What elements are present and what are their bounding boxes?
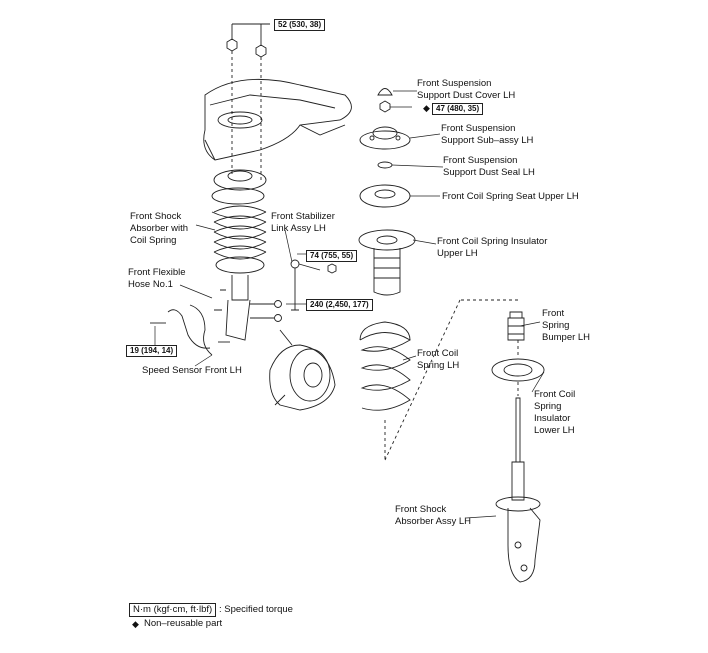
- torque-74: 74 (755, 55): [306, 250, 358, 262]
- label-absorber-assy: Front Shock Absorber Assy LH: [395, 504, 472, 527]
- top-mount-nuts: [226, 23, 270, 180]
- label-dust-cover: Front Suspension Support Dust Cover LH: [417, 78, 516, 101]
- steering-knuckle: [269, 329, 336, 411]
- knuckle-bolts: [250, 300, 282, 322]
- dust-cover: [377, 88, 393, 96]
- label-stabilizer-link: Front Stabilizer Link Assy LH: [271, 211, 335, 234]
- nonreusable-diamond-icon: ◆: [423, 103, 430, 113]
- strut-tower-panel: [203, 78, 352, 161]
- stabilizer-link: [290, 259, 337, 311]
- coil-spring: [359, 321, 411, 411]
- spring-seat-upper: [359, 184, 411, 208]
- label-coil-spring: Front Coil Spring LH: [417, 348, 460, 371]
- legend-nonreusable: Non–reusable part: [144, 618, 223, 629]
- flexible-hose-and-sensor: [150, 304, 230, 356]
- torque-52: 52 (530, 38): [274, 19, 326, 31]
- legend-diamond-icon: ◆: [132, 619, 139, 629]
- leader-lines: [154, 90, 545, 519]
- label-spring-seat-upper: Front Coil Spring Seat Upper LH: [442, 191, 579, 202]
- label-support-sub-assy: Front Suspension Support Sub–assy LH: [441, 123, 534, 146]
- label-insulator-lower: Front Coil Spring Insulator Lower LH: [534, 389, 576, 436]
- label-speed-sensor: Speed Sensor Front LH: [142, 365, 242, 376]
- exploded-guide-lines: [384, 299, 519, 461]
- insulator-lower: [491, 358, 545, 382]
- legend-torque-unit: N·m (kgf·cm, ft·lbf): [129, 603, 217, 617]
- dust-seal: [377, 161, 393, 169]
- shock-absorber-with-coil-spring: [211, 169, 267, 341]
- label-dust-seal: Front Suspension Support Dust Seal LH: [443, 155, 535, 178]
- torque-240: 240 (2,450, 177): [306, 299, 373, 311]
- label-flexible-hose: Front Flexible Hose No.1: [128, 267, 186, 290]
- label-spring-bumper: Front Spring Bumper LH: [542, 308, 591, 343]
- torque-47: 47 (480, 35): [432, 103, 484, 115]
- insulator-upper: [358, 229, 416, 296]
- label-insulator-upper: Front Coil Spring Insulator Upper LH: [437, 236, 548, 259]
- shock-absorber-assy: [495, 397, 541, 583]
- support-sub-assy: [359, 126, 411, 150]
- label-absorber-with-spring: Front Shock Absorber with Coil Spring: [130, 211, 189, 246]
- legend-torque-desc: : Specified torque: [219, 604, 293, 615]
- torque-19: 19 (194, 14): [126, 345, 178, 357]
- nut-47: [379, 100, 391, 113]
